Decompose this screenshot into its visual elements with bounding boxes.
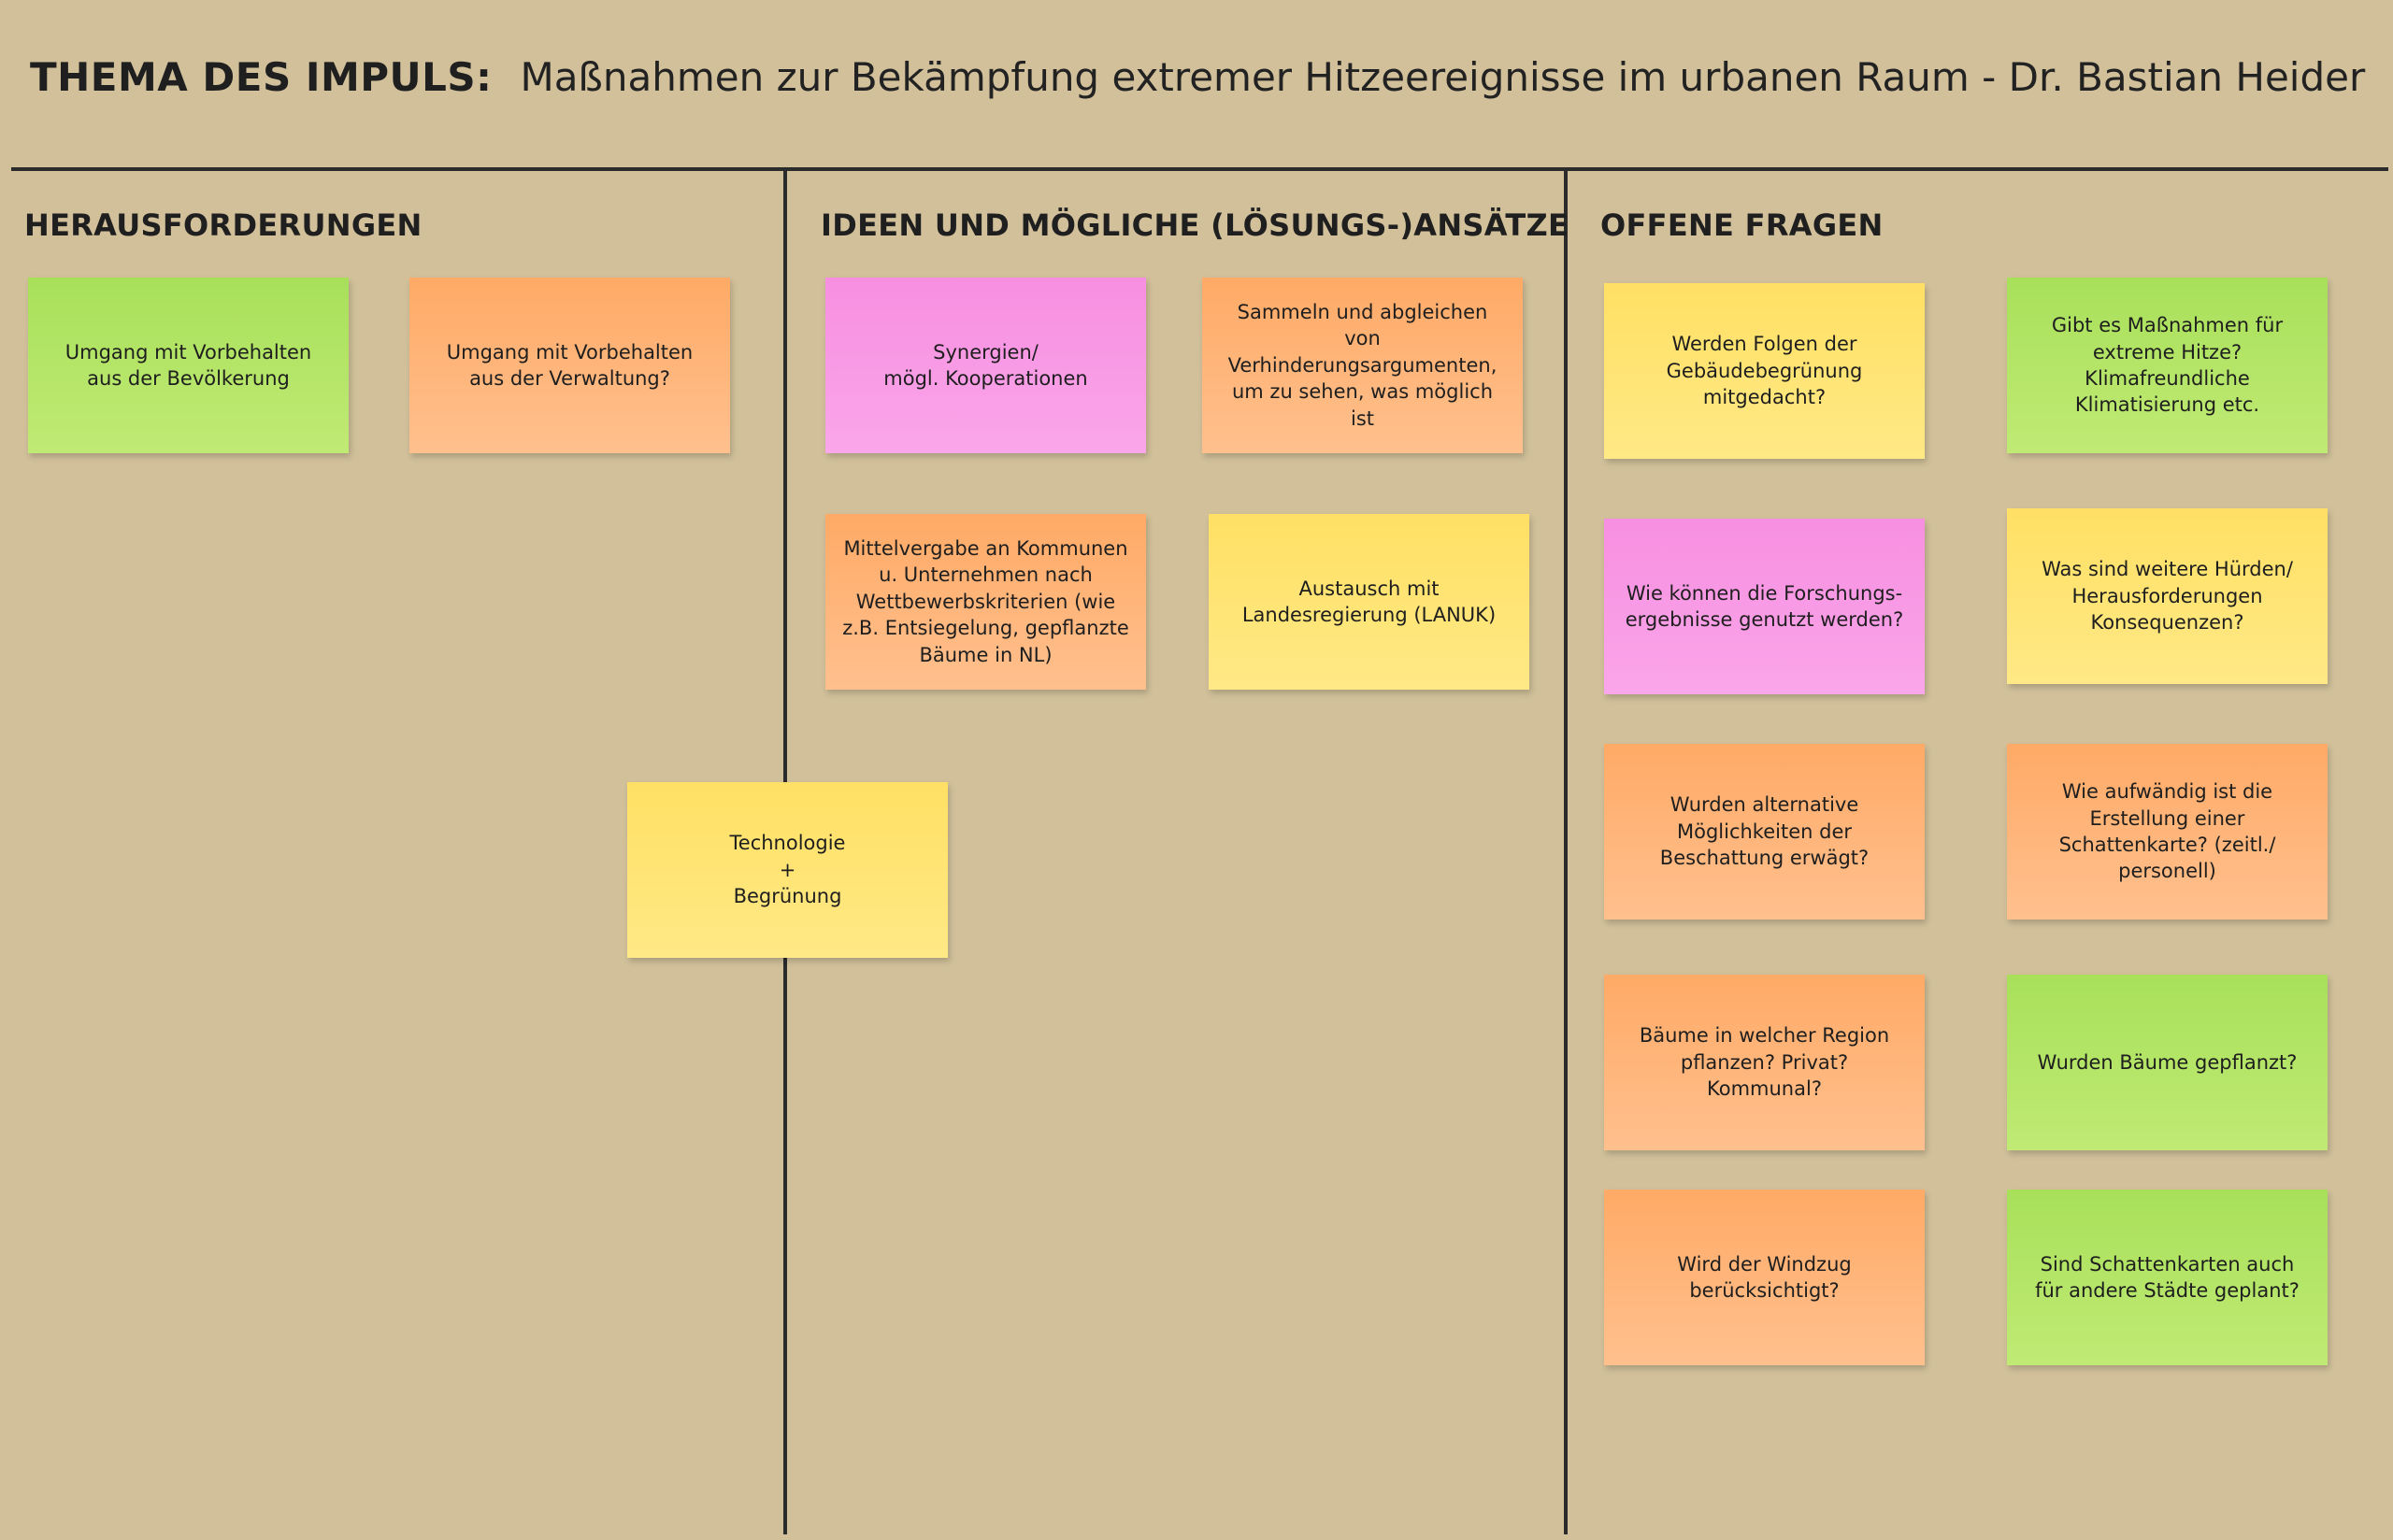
sticky-note[interactable]: Sammeln und abgleichen von Verhinderungs… xyxy=(1202,278,1523,453)
sticky-note[interactable]: Austausch mit Landesregierung (LANUK) xyxy=(1209,514,1529,690)
sticky-note[interactable]: Wie können die Forschungs-ergebnisse gen… xyxy=(1604,519,1925,694)
sticky-note[interactable]: Umgang mit Vorbehalten aus der Bevölkeru… xyxy=(28,278,349,453)
sticky-note[interactable]: Mittelvergabe an Kommunen u. Unternehmen… xyxy=(825,514,1146,690)
sticky-note[interactable]: Umgang mit Vorbehalten aus der Verwaltun… xyxy=(409,278,730,453)
topic-label: THEMA DES IMPULS: xyxy=(30,54,493,100)
sticky-note[interactable]: Bäume in welcher Region pflanzen? Privat… xyxy=(1604,975,1925,1150)
sticky-note[interactable]: Wurden Bäume gepflanzt? xyxy=(2007,975,2328,1150)
sticky-note[interactable]: Wie aufwändig ist die Erstellung einer S… xyxy=(2007,744,2328,920)
topic-text: Maßnahmen zur Bekämpfung extremer Hitzee… xyxy=(520,54,2366,100)
sticky-note[interactable]: Werden Folgen der Gebäudebegrünung mitge… xyxy=(1604,283,1925,459)
column-heading-challenges: HERAUSFORDERUNGEN xyxy=(24,207,423,243)
column-heading-ideas: IDEEN UND MÖGLICHE (LÖSUNGS-)ANSÄTZE xyxy=(821,207,1569,243)
sticky-note[interactable]: Gibt es Maßnahmen für extreme Hitze? Kli… xyxy=(2007,278,2328,453)
sticky-note[interactable]: Was sind weitere Hürden/ Herausforderung… xyxy=(2007,508,2328,684)
header-divider xyxy=(11,167,2388,171)
sticky-note[interactable]: Synergien/ mögl. Kooperationen xyxy=(825,278,1146,453)
sticky-note[interactable]: Sind Schattenkarten auch für andere Städ… xyxy=(2007,1190,2328,1365)
sticky-note[interactable]: Wird der Windzug berücksichtigt? xyxy=(1604,1190,1925,1365)
column-divider-2 xyxy=(1564,170,1568,1534)
sticky-note[interactable]: Wurden alternative Möglichkeiten der Bes… xyxy=(1604,744,1925,920)
column-heading-questions: OFFENE FRAGEN xyxy=(1600,207,1884,243)
sticky-note[interactable]: Technologie + Begrünung xyxy=(627,782,948,958)
topic-header: THEMA DES IMPULS: Maßnahmen zur Bekämpfun… xyxy=(30,54,2365,100)
